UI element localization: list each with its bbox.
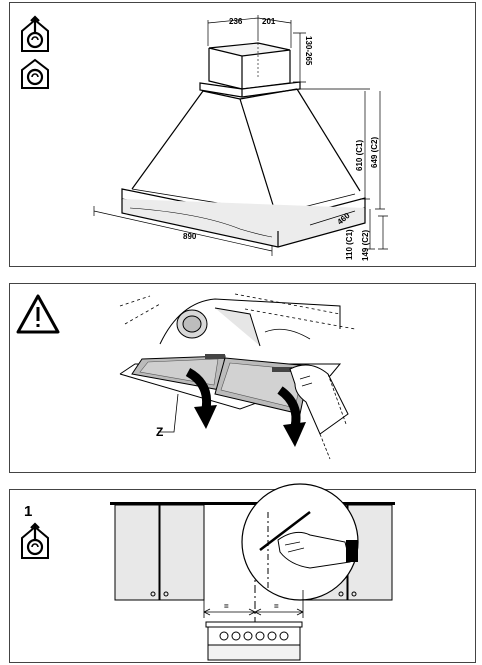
dim-610-c1: 610 (C1) [355,140,364,171]
chimney [208,42,291,90]
ceiling-line [110,502,395,505]
installation-panel: 1 [9,483,476,663]
step-number: 1 [24,503,32,520]
filter-removal-drawing: Z [16,293,356,460]
dim-149-c2: 149 (C2) [361,230,370,261]
ducted-extraction-icon [21,522,49,559]
hood-body [121,88,366,248]
wall-cabinets-left [114,504,205,601]
pull-down-arrow-left [185,368,217,429]
hood-dimension-drawing: 236 201 130-265 610 (C1) 649 (C2) 460 89… [21,15,388,261]
installation-drawing: 1 [21,483,395,661]
equal-left: = [224,602,229,611]
dim-649-c2: 649 (C2) [370,137,379,168]
dim-130-265: 130-265 [304,36,313,66]
recirculation-icon [21,58,49,89]
dimensions-panel: 236 201 130-265 610 (C1) 649 (C2) 460 89… [9,2,476,267]
dim-201: 201 [262,17,276,26]
warning-icon [16,294,60,334]
dim-110-c1: 110 (C1) [345,229,354,260]
dimension-lines [93,15,388,256]
filter-panel: Z [9,283,476,473]
pencil [259,511,311,551]
label-z: Z [156,425,163,439]
hand [289,364,349,460]
ducted-extraction-icon [21,15,49,52]
marking-detail-circle [241,483,359,601]
cooktop [205,621,303,661]
grease-filter-left [131,354,226,391]
equal-right: = [274,602,279,611]
equal-distance-markers [203,590,304,618]
dim-890: 890 [183,232,197,241]
z-leader-line [158,393,179,433]
hood-underside [119,293,356,410]
pull-down-arrow-right [277,386,306,447]
dim-236: 236 [229,17,243,26]
collar [199,81,301,98]
